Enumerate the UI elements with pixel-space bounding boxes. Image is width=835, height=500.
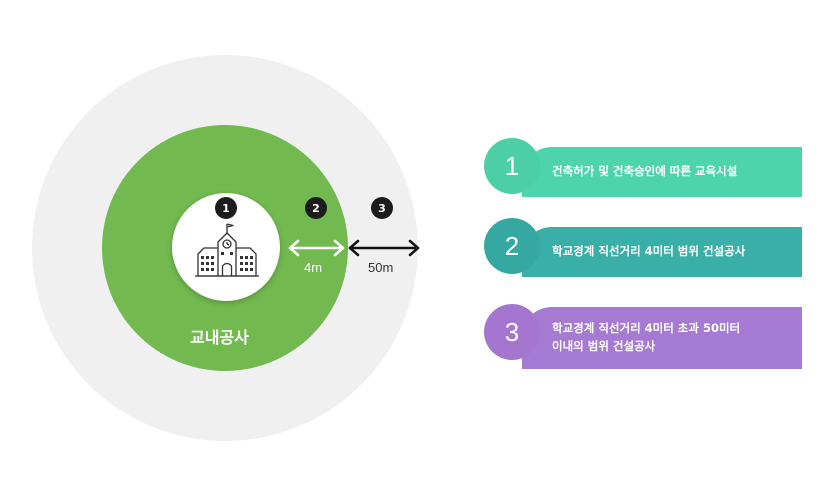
legend-number-badge: 2	[484, 218, 540, 274]
legend-bar: 학교경계 직선거리 4미터 범위 건설공사	[522, 227, 802, 277]
badge-2: 2	[305, 197, 327, 219]
zone-label: 교내공사	[190, 328, 249, 347]
legend-text: 학교경계 직선거리 4미터 범위 건설공사	[552, 243, 745, 261]
arrow-4m	[288, 239, 345, 257]
legend-text: 건축허가 및 건축승인에 따른 교육시설	[552, 163, 737, 181]
legend-text-line: 학교경계 직선거리 4미터 범위 건설공사	[552, 244, 746, 259]
school-building-icon	[195, 223, 259, 277]
badge-1: 1	[215, 197, 237, 219]
legend-number-badge: 1	[484, 138, 540, 194]
legend-text-line: 건축허가 및 건축승인에 따른 교육시설	[552, 164, 738, 179]
badge-3: 3	[371, 197, 393, 219]
legend-text-line: 학교경계 직선거리 4미터 초과 50미터	[552, 321, 741, 336]
arrow-50m	[348, 239, 420, 257]
legend-bar: 건축허가 및 건축승인에 따른 교육시설	[522, 147, 802, 197]
legend-text-line: 이내의 범위 건설공사	[552, 339, 656, 353]
distance-label-4m: 4m	[304, 260, 323, 275]
distance-label-50m: 50m	[368, 260, 394, 275]
legend-number-badge: 3	[484, 304, 540, 360]
